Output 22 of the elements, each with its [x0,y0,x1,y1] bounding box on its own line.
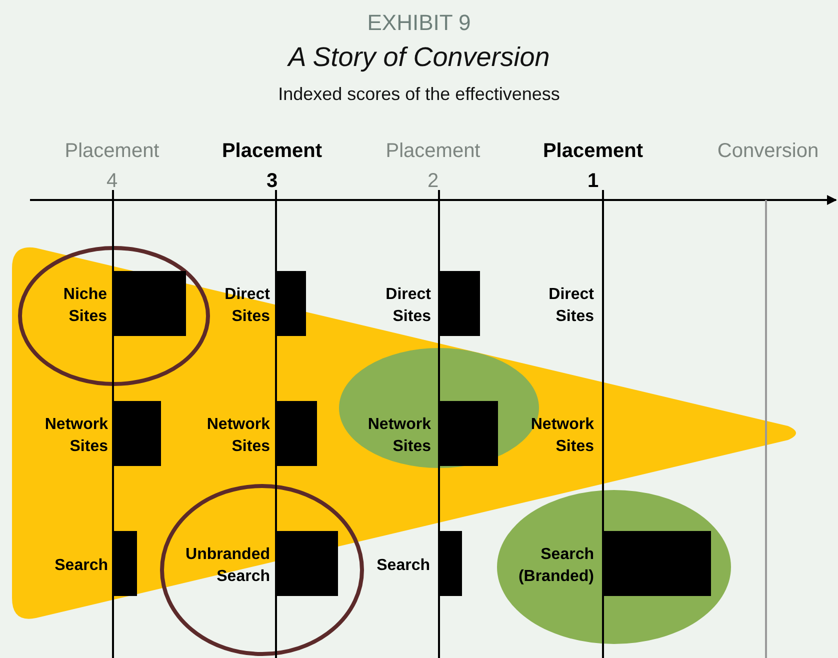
node-label: Niche Sites [63,285,107,327]
category-label: Direct Sites [386,285,431,327]
title: A Story of Conversion [288,41,550,74]
subtitle: Indexed scores of the effectiveness [278,83,560,106]
axis-label: Placement 3 [222,139,322,194]
category-label: Search [376,556,430,576]
axis-label: Placement 1 [542,139,644,194]
category-label: Direct Sites [224,285,270,327]
node-label: Network Sites [368,415,431,457]
circled-label [17,245,211,387]
category-label: Network Sites [44,415,108,457]
exhibit-label: EXHIBIT 9 [367,9,471,37]
axis-label: Placement 4 [64,139,160,194]
axis-label: Placement 2 [386,139,480,194]
category-label: Network Sites [530,415,594,457]
axis-label: Conversion [717,139,819,164]
category-label: Network Sites [206,415,270,457]
category-label: Search [54,556,108,576]
category-label: Direct Sites [548,285,594,327]
node-label: Unbranded Search [186,545,270,587]
circled-label [159,483,365,657]
node-label: Search (Branded) [518,545,594,587]
